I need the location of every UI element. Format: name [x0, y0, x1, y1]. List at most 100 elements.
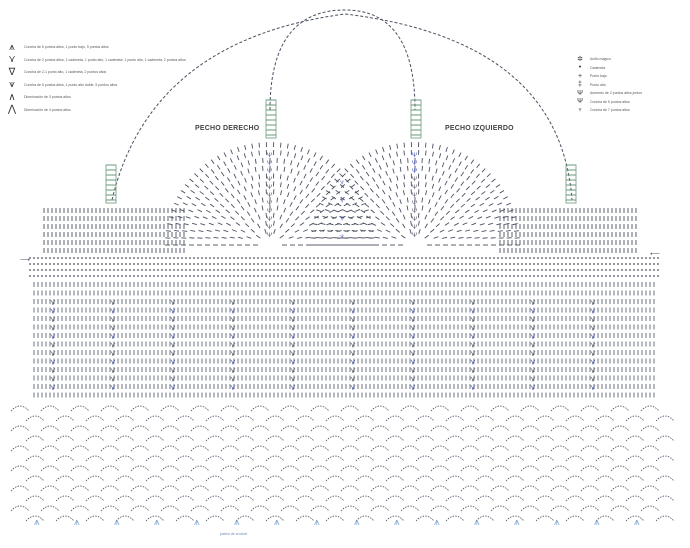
stitch — [403, 182, 406, 188]
stitch — [335, 178, 341, 183]
stitch — [355, 209, 361, 212]
stitch — [430, 218, 435, 223]
stitch — [337, 209, 343, 213]
stitch — [358, 196, 363, 200]
chain — [145, 263, 147, 265]
shell-icon: ⋎ — [230, 383, 236, 392]
stitch — [375, 203, 380, 209]
stitch — [424, 182, 427, 188]
chain — [333, 275, 335, 277]
lace-arch — [385, 495, 405, 502]
stitch — [390, 223, 395, 228]
chain — [533, 257, 535, 259]
lace-arch — [25, 435, 45, 442]
chain — [653, 275, 655, 277]
chain — [337, 275, 339, 277]
shell-icon: ⋎ — [290, 307, 296, 316]
chain — [113, 257, 115, 259]
lace-arch — [640, 445, 660, 452]
chain — [157, 275, 159, 277]
stitch — [474, 209, 480, 214]
legend-text: Aumento de 2 puntos altos juntos — [590, 91, 642, 96]
lace-arch — [55, 435, 75, 442]
stitch — [424, 223, 428, 229]
stitch — [230, 149, 233, 155]
lace-arch — [190, 505, 210, 512]
chain — [89, 263, 91, 265]
shell-icon: ⋎ — [470, 366, 476, 375]
lace-arch — [40, 485, 60, 492]
stitch — [289, 202, 293, 207]
stitch — [442, 170, 445, 176]
stitch — [299, 180, 303, 186]
chain — [473, 263, 475, 265]
stitch — [346, 209, 352, 213]
lace-arch — [475, 495, 495, 502]
lace-arch — [220, 445, 240, 452]
shell-icon: ⋎ — [110, 358, 116, 367]
stitch — [171, 209, 177, 212]
chain — [145, 257, 147, 259]
chain — [49, 257, 51, 259]
stitch — [444, 180, 448, 186]
strap-band — [565, 164, 577, 204]
chain — [369, 269, 371, 271]
stitch — [450, 236, 456, 239]
chain — [369, 263, 371, 265]
stitch — [279, 234, 285, 239]
chain — [405, 263, 407, 265]
lace-arch — [250, 465, 270, 472]
spray-shell-icon: ⩛ — [9, 79, 15, 91]
stitch — [265, 220, 267, 226]
lace-arch — [355, 495, 375, 502]
lace-arch — [565, 455, 585, 462]
lace-arch — [415, 435, 435, 442]
lace-arch — [655, 495, 675, 502]
chain — [109, 275, 111, 277]
stitch — [230, 193, 235, 199]
stitch — [240, 216, 245, 221]
chain — [145, 275, 147, 277]
lace-arch — [265, 495, 285, 502]
legend-item: ∇Concha de 2-1 punto alto, 1 cadeneta, 2… — [4, 66, 186, 79]
chain — [349, 257, 351, 259]
stitch — [286, 175, 289, 181]
label-left-breast: PECHO IZQUIERDO — [445, 125, 514, 132]
shell-icon: ⋎ — [230, 358, 236, 367]
stitch — [350, 173, 355, 178]
stitch — [430, 228, 435, 233]
stitch — [276, 197, 279, 203]
stitch — [375, 193, 380, 199]
stitch — [180, 190, 186, 194]
chain — [453, 257, 455, 259]
chain — [613, 263, 615, 265]
stitch — [293, 153, 297, 159]
lace-arch — [70, 505, 90, 512]
stitch — [361, 164, 366, 170]
lace-arch — [430, 425, 450, 432]
chain — [141, 269, 143, 271]
stitch — [454, 177, 459, 182]
lace-arch — [250, 445, 270, 452]
lace-arch — [565, 515, 585, 522]
shell-icon: ⋎ — [170, 341, 176, 350]
stitch — [243, 153, 247, 159]
stitch — [177, 196, 182, 200]
chain — [297, 275, 299, 277]
shell-icon: ♆ — [339, 178, 345, 187]
stitch — [362, 222, 368, 226]
chain — [45, 263, 47, 265]
chain — [489, 269, 491, 271]
chain — [77, 269, 79, 271]
stitch — [433, 236, 439, 239]
footer-caption: patrón de crochet — [220, 532, 248, 536]
chain — [505, 263, 507, 265]
chain — [185, 263, 187, 265]
shell-icon: ⋎ — [530, 366, 536, 375]
stitch — [456, 229, 462, 233]
chain — [241, 269, 243, 271]
stitch — [398, 207, 402, 213]
chain — [389, 275, 391, 277]
stitch — [286, 183, 290, 189]
stitch — [250, 192, 254, 198]
